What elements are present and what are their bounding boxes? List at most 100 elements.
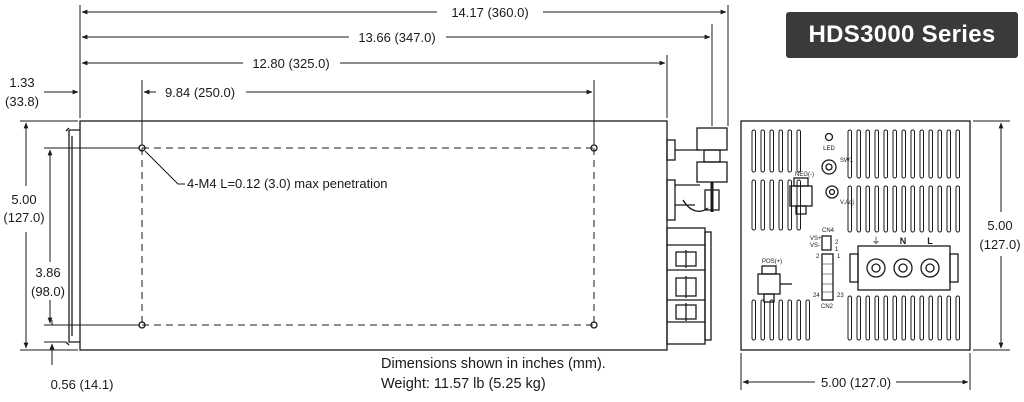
vent-slot	[883, 295, 888, 341]
vent-slot	[946, 129, 951, 179]
note-units: Dimensions shown in inches (mm).	[381, 356, 606, 372]
dimension-notes: Dimensions shown in inches (mm). Weight:…	[381, 354, 606, 394]
label-neg: NEG(-)	[795, 172, 814, 178]
label-cn4: CN4	[822, 228, 835, 234]
vent-slot	[856, 129, 861, 179]
ac-input-terminal-block	[849, 245, 959, 291]
dim-height-in: 5.00	[11, 192, 36, 207]
vent-slot	[928, 129, 933, 179]
vent-slot	[892, 129, 897, 179]
vent-slot	[946, 185, 951, 233]
vent-slot	[796, 129, 801, 173]
vent-slot	[955, 295, 960, 341]
vent-slot	[865, 185, 870, 233]
front-panel-outline	[740, 120, 971, 351]
vent-slot	[847, 129, 852, 179]
dim-front-height-in: 5.00	[987, 218, 1012, 233]
dim-hole-spacing: 9.84 (250.0)	[165, 85, 235, 100]
vent-slot	[883, 129, 888, 179]
vent-slot	[937, 185, 942, 233]
vent-slot	[865, 295, 870, 341]
vent-slot	[760, 179, 765, 231]
vent-slot	[874, 185, 879, 233]
vent-slot	[901, 295, 906, 341]
case-outline	[79, 120, 668, 351]
label-pin-24: 24	[813, 293, 820, 299]
hole-pattern-dashed	[141, 147, 595, 326]
vent-slot	[847, 295, 852, 341]
label-neutral: N	[900, 236, 907, 246]
vent-slot	[769, 129, 774, 173]
vent-slot	[874, 295, 879, 341]
dim-front-width: 5.00 (127.0)	[821, 375, 891, 390]
output-terminals	[666, 127, 728, 221]
front-dimension-lines	[740, 120, 1010, 390]
vent-slot	[910, 129, 915, 179]
vent-slot	[910, 185, 915, 233]
pos-terminal	[757, 265, 792, 303]
label-ground: ⏚	[871, 236, 880, 246]
vent-slot	[751, 179, 756, 231]
label-pin-2b: 2	[816, 254, 820, 260]
side-dimension-lines	[20, 5, 729, 365]
dim-bottom-offset: 0.56 (14.1)	[51, 377, 114, 392]
vent-slot	[919, 295, 924, 341]
dim-height-mm: (127.0)	[3, 210, 44, 225]
vent-slot	[769, 179, 774, 231]
dim-hole-vertical-in: 3.86	[35, 265, 60, 280]
vent-slot	[751, 129, 756, 173]
vent-slot	[760, 129, 765, 173]
vent-slot	[847, 185, 852, 233]
vent-slot	[769, 299, 774, 341]
vent-slot	[892, 295, 897, 341]
cn2-connector	[821, 253, 834, 301]
vent-slot	[892, 185, 897, 233]
dim-flange-offset-in: 1.33	[9, 75, 34, 90]
label-pin-1b: 1	[837, 254, 841, 260]
vent-slot	[937, 129, 942, 179]
mounting-flange	[68, 129, 80, 343]
vent-slot	[901, 185, 906, 233]
label-vs-minus: VS-	[810, 243, 820, 249]
dim-length-to-terminals: 13.66 (347.0)	[358, 30, 435, 45]
label-sw1: SW1	[840, 158, 854, 164]
label-pin-2a: 2	[835, 240, 839, 246]
side-view	[65, 120, 728, 351]
vent-slot	[760, 299, 765, 341]
label-pin-1a: 1	[835, 247, 839, 253]
neg-terminal	[789, 177, 813, 215]
sw1-switch	[821, 159, 837, 175]
note-weight: Weight: 11.57 lb (5.25 kg)	[381, 376, 546, 392]
vent-slot	[883, 185, 888, 233]
dim-case-length: 12.80 (325.0)	[252, 56, 329, 71]
vent-slot	[805, 299, 810, 341]
vent-slot	[856, 295, 861, 341]
vent-slot	[787, 179, 792, 231]
label-cn2: CN2	[821, 304, 834, 310]
vent-slot	[751, 299, 756, 341]
label-pin-23: 23	[837, 293, 844, 299]
vent-slot	[778, 299, 783, 341]
vent-slot	[901, 129, 906, 179]
vent-slot	[937, 295, 942, 341]
vent-slot	[865, 129, 870, 179]
vent-slot	[787, 299, 792, 341]
vent-slot	[778, 129, 783, 173]
dim-overall-length: 14.17 (360.0)	[451, 5, 528, 20]
vent-slot	[928, 295, 933, 341]
led-indicator	[824, 132, 834, 142]
vent-slots	[751, 129, 960, 341]
vent-slot	[856, 185, 861, 233]
vent-slot	[874, 129, 879, 179]
vent-slot	[928, 185, 933, 233]
vent-slot	[910, 295, 915, 341]
vadj-potentiometer	[825, 185, 839, 199]
label-vadj: V.Adj	[840, 200, 854, 206]
series-title: HDS3000 Series	[808, 21, 996, 48]
dim-front-height-mm: (127.0)	[979, 237, 1020, 252]
vent-slot	[919, 129, 924, 179]
vent-slot	[919, 185, 924, 233]
label-led: LED	[823, 146, 835, 152]
cn4-connector	[821, 235, 832, 251]
mount-callout: 4-M4 L=0.12 (3.0) max penetration	[187, 176, 388, 191]
